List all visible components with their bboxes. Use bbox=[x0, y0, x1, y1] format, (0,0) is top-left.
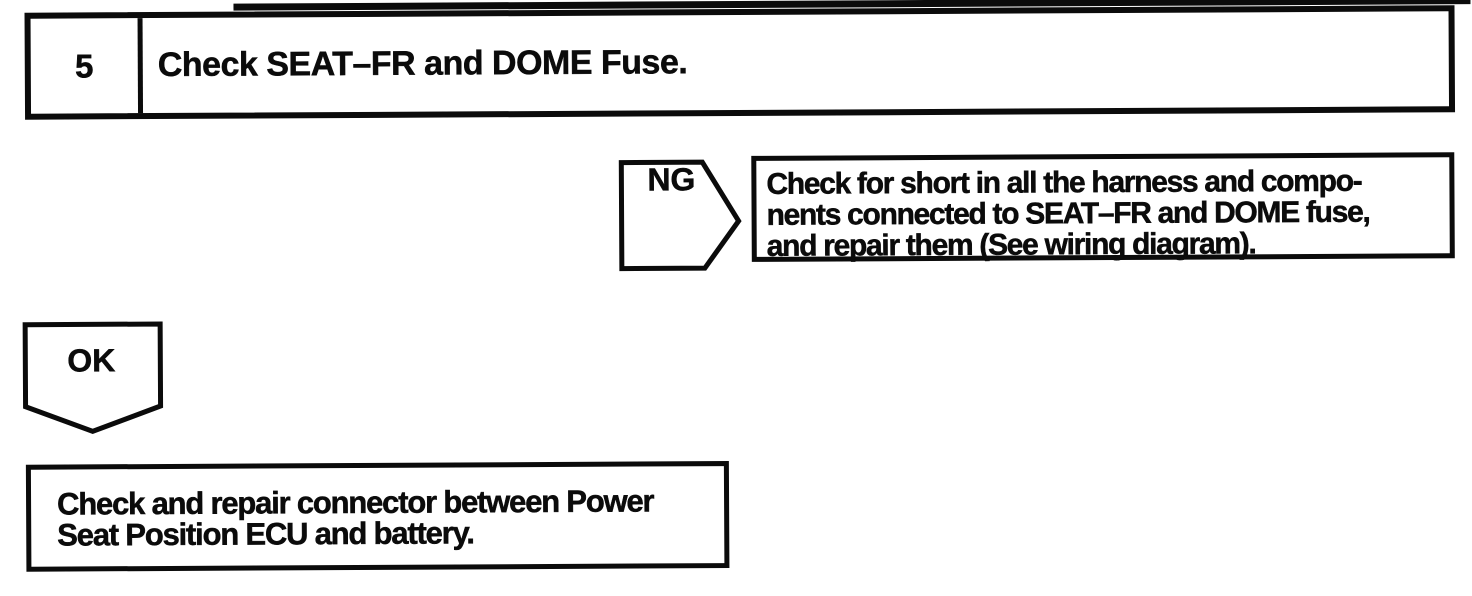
ng-label: NG bbox=[647, 161, 696, 198]
ok-connector: OK bbox=[22, 321, 164, 435]
step-header-box: 5 Check SEAT–FR and DOME Fuse. bbox=[24, 5, 1456, 120]
ok-pentagon-down-icon bbox=[22, 321, 164, 435]
step-title: Check SEAT–FR and DOME Fuse. bbox=[157, 43, 688, 85]
ok-action-box: Check and repair connector between Power… bbox=[25, 461, 730, 572]
ng-action-box: Check for short in all the harness and c… bbox=[751, 152, 1455, 263]
ok-label: OK bbox=[67, 342, 116, 379]
step-number: 5 bbox=[30, 18, 144, 114]
ng-pentagon-right-icon bbox=[618, 159, 742, 272]
ng-connector: NG bbox=[618, 159, 743, 272]
